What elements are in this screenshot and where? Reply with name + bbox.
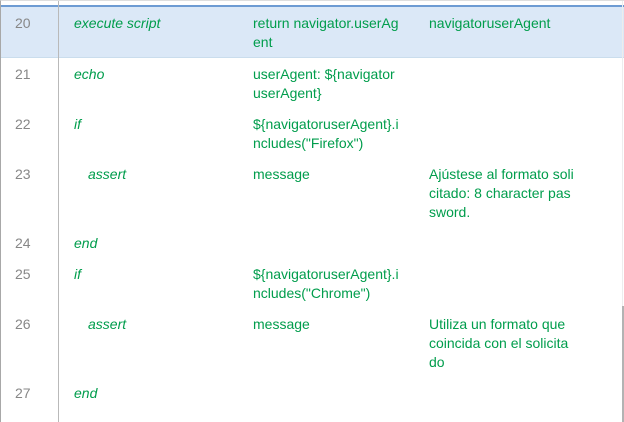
step-command: end: [74, 235, 98, 251]
row-number: 25: [15, 266, 31, 282]
step-value: Utiliza un formato que coincida con el s…: [429, 316, 569, 370]
row-number: 24: [15, 235, 31, 251]
row-number: 21: [15, 66, 31, 82]
step-row[interactable]: 21 echo userAgent: ${navigator userAgent…: [1, 58, 624, 108]
step-target: userAgent: ${navigator userAgent}: [253, 66, 395, 101]
step-command: end: [74, 385, 98, 401]
row-number: 20: [15, 15, 31, 31]
step-row[interactable]: 22 if ${navigatoruserAgent}.i ncludes("F…: [1, 108, 624, 158]
step-command: execute script: [74, 15, 161, 31]
step-row[interactable]: 24 end: [1, 227, 624, 258]
scrollbar-track[interactable]: [622, 1, 623, 422]
step-target: ${navigatoruserAgent}.i ncludes("Firefox…: [253, 116, 399, 151]
previous-row-edge: [1, 1, 624, 5]
step-row[interactable]: 25 if ${navigatoruserAgent}.i ncludes("C…: [1, 258, 624, 308]
step-row[interactable]: 26 assert message Utiliza un formato que…: [1, 308, 624, 377]
step-target: ${navigatoruserAgent}.i ncludes("Chrome"…: [253, 266, 399, 301]
step-value: [429, 227, 624, 239]
row-number: 26: [15, 316, 31, 332]
step-target: return navigator.userAg ent: [253, 15, 399, 50]
step-row[interactable]: 20 execute script return navigator.userA…: [1, 5, 624, 58]
step-value: [429, 258, 624, 270]
step-command: assert: [88, 316, 127, 332]
step-target: [253, 377, 429, 389]
number-column-divider: [58, 1, 59, 422]
scrollbar-thumb[interactable]: [622, 306, 624, 422]
step-value: navigatoruserAgent: [429, 15, 551, 31]
step-command: if: [74, 116, 81, 132]
step-value: [429, 58, 624, 70]
step-row[interactable]: 27 end: [1, 377, 624, 408]
step-value: [429, 377, 624, 389]
row-number: 22: [15, 116, 31, 132]
step-row[interactable]: 23 assert message Ajústese al formato so…: [1, 158, 624, 227]
step-target: message: [253, 316, 310, 332]
step-target: message: [253, 166, 310, 182]
step-command: assert: [88, 166, 127, 182]
row-number: 27: [15, 385, 31, 401]
step-command: echo: [74, 66, 105, 82]
step-value: [429, 108, 624, 120]
step-value: Ajústese al formato soli citado: 8 chara…: [429, 166, 574, 220]
row-number: 23: [15, 166, 31, 182]
step-target: [253, 227, 429, 239]
step-command: if: [74, 266, 81, 282]
